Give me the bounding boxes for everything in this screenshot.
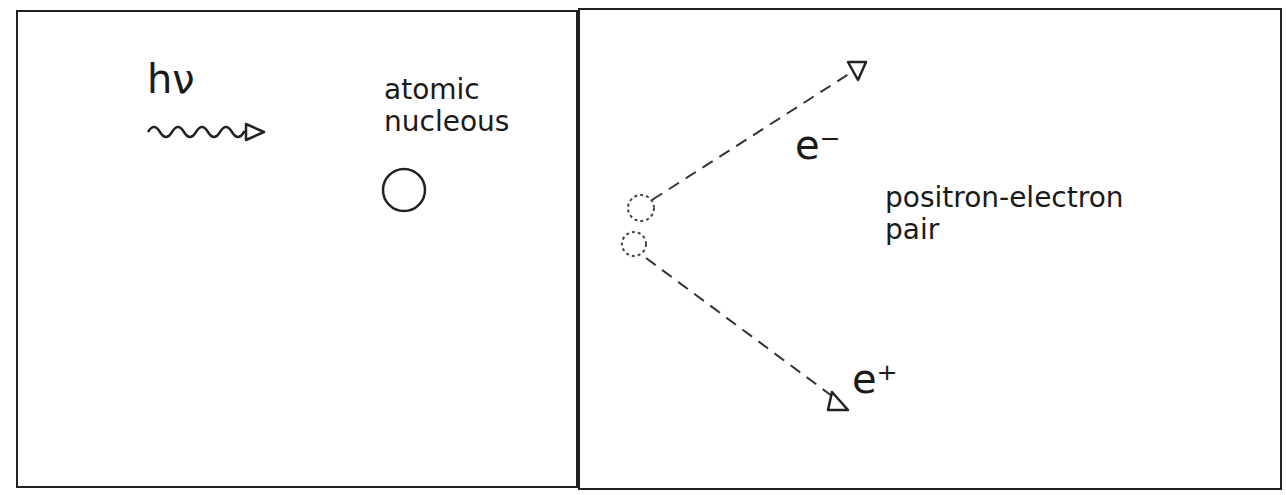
- label-text: e⁺: [852, 356, 932, 402]
- pair-panel: e⁻positron-electron pair e⁺: [578, 8, 1282, 490]
- pair-origin: [628, 195, 654, 221]
- photon-arrowhead: [246, 124, 264, 140]
- atomic-nucleus: atomic nucleous: [374, 74, 544, 234]
- nucleus-outline: [383, 169, 425, 211]
- label-text: hν: [147, 56, 237, 102]
- photon-panel: hν atomic nucleous: [16, 10, 578, 488]
- positron-arrowhead: [828, 392, 848, 410]
- label-text: positron-electron pair: [885, 182, 1185, 246]
- electron-arrowhead: [848, 62, 866, 80]
- photon-wave: [148, 127, 246, 137]
- label-text: atomic nucleous: [384, 74, 539, 138]
- positron-track: [646, 258, 832, 396]
- nucleus-circle: [374, 160, 434, 220]
- label-text: e⁻: [795, 122, 875, 168]
- pair-origin: [622, 232, 646, 256]
